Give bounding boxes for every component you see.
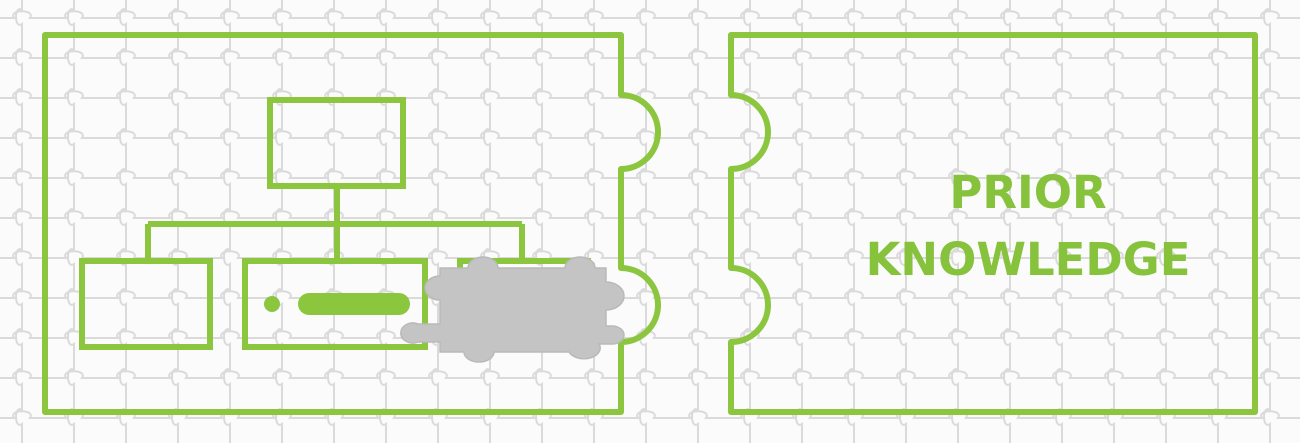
middle-box-bar xyxy=(298,293,410,315)
prior-knowledge-label-line2: KNOWLEDGE xyxy=(866,233,1191,286)
middle-box-dot xyxy=(264,296,280,312)
prior-knowledge-label-line1: PRIOR xyxy=(949,166,1106,219)
